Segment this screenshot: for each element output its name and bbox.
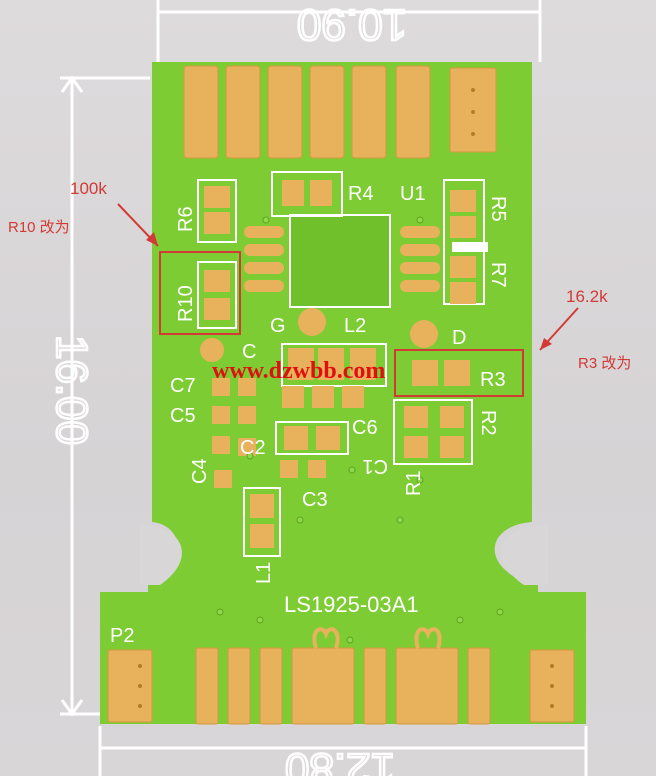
label-r4: R4 (348, 183, 374, 205)
dimension-left: 16.00 (47, 335, 96, 445)
label-c4: C4 (189, 458, 211, 484)
dimension-bottom: 12.80 (285, 744, 395, 776)
r3-highlight-box (394, 349, 524, 397)
board-notch-right (501, 525, 548, 585)
top-pads (183, 65, 497, 159)
component-footprints (197, 171, 488, 557)
label-c5: C5 (170, 405, 196, 427)
u1-chip-pad (289, 214, 391, 308)
dimension-top: 10.90 (297, 0, 407, 49)
label-r5: R5 (487, 196, 509, 222)
label-r3: R3 (480, 369, 506, 391)
annotation-100k: 100k (70, 179, 107, 198)
annotation-16k: 16.2k (566, 287, 608, 306)
silkscreen-labels: U1 R4 R5 R7 R6 R10 G L2 C D R3 C7 C5 C2 … (110, 183, 509, 647)
annotation-r3-change: R3 改为 (578, 355, 631, 372)
label-r7: R7 (487, 262, 509, 288)
label-g: G (270, 315, 286, 337)
vias (216, 216, 504, 644)
label-r10: R10 (175, 285, 197, 322)
label-c7: C7 (170, 375, 196, 397)
label-u1: U1 (400, 183, 426, 205)
bottom-pads (107, 647, 575, 725)
label-c6: C6 (352, 417, 378, 439)
label-l2: L2 (344, 315, 366, 337)
u1-side-pads (244, 226, 440, 292)
r10-highlight-box (159, 251, 241, 335)
label-d: D (452, 327, 466, 349)
label-r2: R2 (477, 410, 499, 436)
label-c1: C1 (362, 455, 388, 477)
label-c: C (242, 341, 256, 363)
dimension-lines (60, 0, 588, 776)
label-c3: C3 (302, 489, 328, 511)
label-r6: R6 (175, 206, 197, 232)
label-l1: L1 (253, 562, 275, 584)
annotation-r10-change: R10 改为 (8, 219, 70, 236)
annotations (117, 203, 579, 397)
label-r1: R1 (403, 470, 425, 496)
label-c2: C2 (240, 437, 266, 459)
board-notch-left (140, 525, 182, 585)
label-board-id: LS1925-03A1 (284, 592, 419, 617)
label-p2: P2 (110, 625, 134, 647)
watermark: www.dzwbb.com (212, 358, 385, 384)
loop-traces (312, 627, 442, 649)
